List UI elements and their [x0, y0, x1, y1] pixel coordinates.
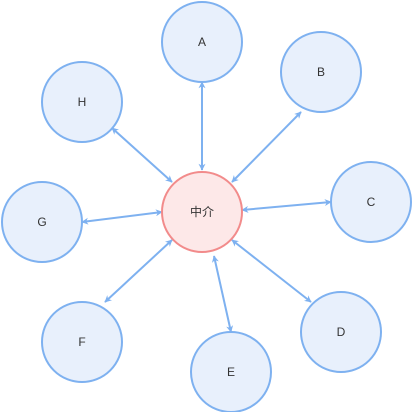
node-b-label: B — [317, 65, 325, 79]
edges-layer — [81, 81, 332, 333]
edge-mediator-h — [111, 127, 173, 183]
node-h-label: H — [78, 95, 87, 109]
edge-mediator-f — [104, 239, 173, 303]
node-f: F — [41, 301, 123, 383]
edge-mediator-g — [81, 209, 163, 225]
node-f-label: F — [78, 335, 85, 349]
node-d-label: D — [337, 325, 346, 339]
edge-mediator-c — [241, 199, 332, 213]
node-c: C — [330, 161, 412, 243]
node-c-circle — [330, 161, 412, 243]
node-mediator: 中介 — [161, 171, 243, 253]
node-c-label: C — [367, 195, 376, 209]
node-d-circle — [300, 291, 382, 373]
node-e: E — [190, 331, 272, 412]
node-h-circle — [41, 61, 123, 143]
node-a: A — [161, 1, 243, 83]
node-a-label: A — [198, 35, 206, 49]
edge-mediator-e — [211, 255, 234, 333]
node-b: B — [280, 31, 362, 113]
node-h: H — [41, 61, 123, 143]
node-mediator-circle — [161, 171, 243, 253]
node-a-circle — [161, 1, 243, 83]
node-g-circle — [1, 181, 83, 263]
node-e-circle — [190, 331, 272, 412]
node-mediator-label: 中介 — [190, 204, 214, 219]
node-g-label: G — [37, 215, 46, 229]
node-f-circle — [41, 301, 123, 383]
edge-mediator-b — [231, 111, 302, 183]
node-g: G — [1, 181, 83, 263]
node-e-label: E — [227, 365, 235, 379]
node-b-circle — [280, 31, 362, 113]
edge-mediator-d — [231, 239, 312, 303]
node-d: D — [300, 291, 382, 373]
